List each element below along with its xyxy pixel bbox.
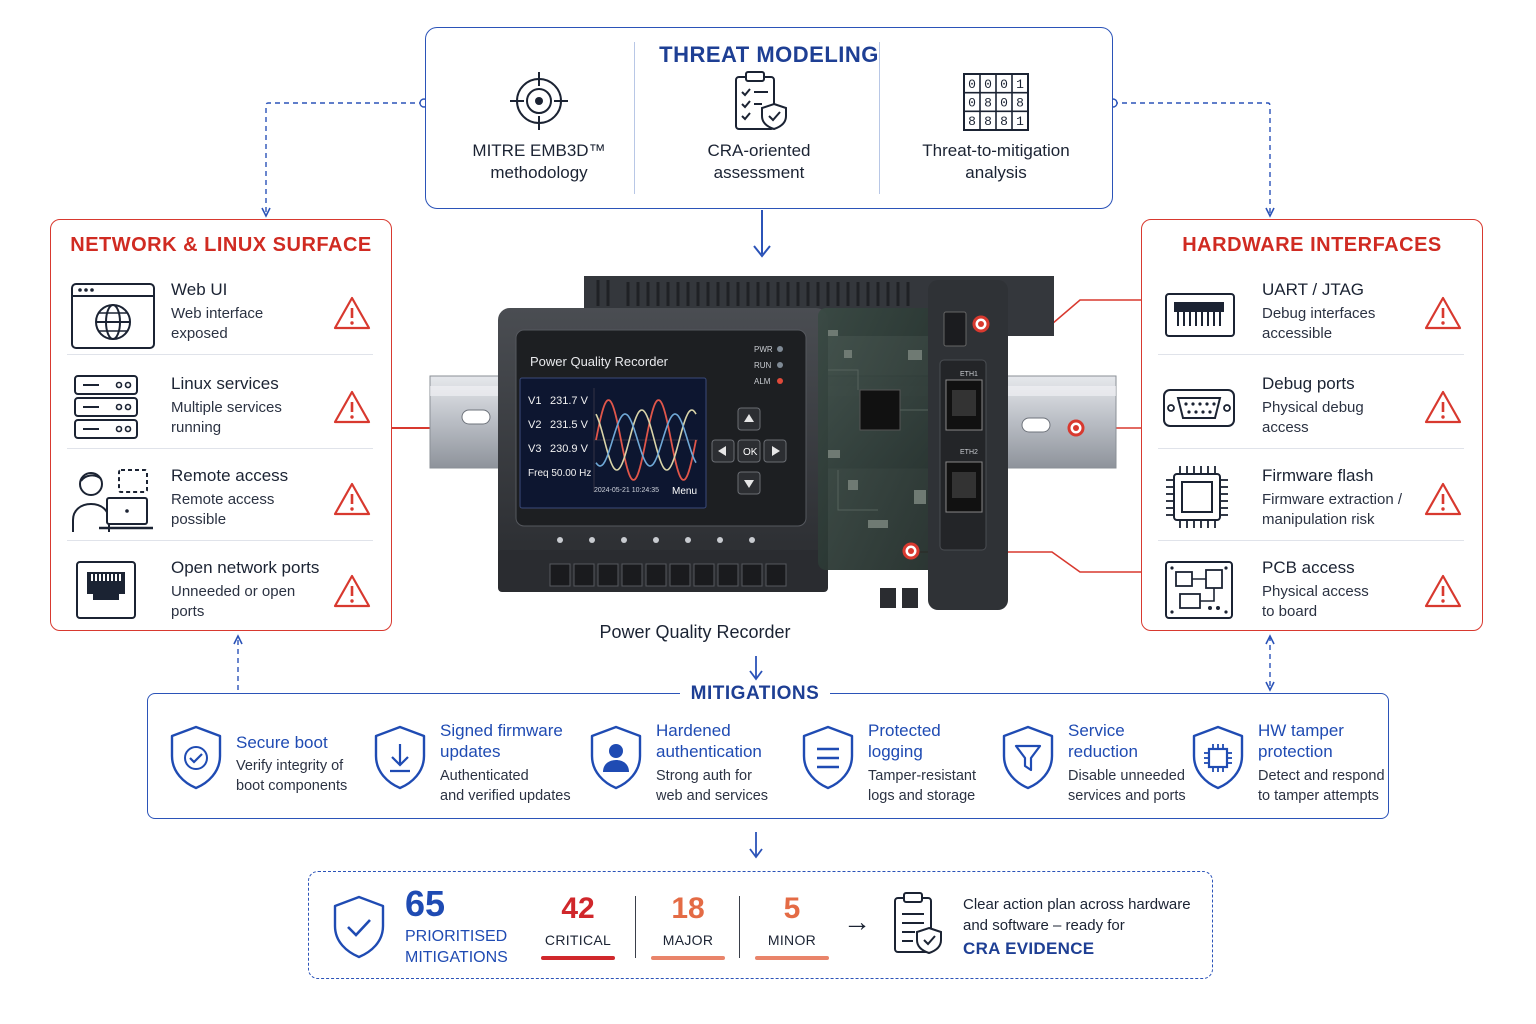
matrix-digit: 1 [1016,114,1024,129]
serial-connector-icon [1163,389,1235,427]
debug-header-icon [1165,293,1235,337]
power-quality-recorder-device: Power Quality Recorder PWR RUN ALM V1 23… [429,276,1117,610]
shield-download-icon [374,725,426,790]
ok-button-label: OK [743,447,758,458]
led-pwr-label: PWR [754,345,773,354]
device-caption: Power Quality Recorder [599,622,791,642]
reading-v3-value: 230.9 V [550,443,589,455]
shield-list-icon [802,725,854,790]
remote-user-laptop-icon [72,469,153,532]
network-linux-surface-panel: NETWORK & LINUX SURFACE Web UI Web inter… [50,219,392,631]
chip-icon [1166,466,1228,528]
navigation-keypad [711,407,787,495]
matrix-digit: 8 [984,114,992,129]
warning-icon [333,390,371,424]
warning-icon [1424,574,1462,608]
matrix-digit: 0 [968,77,976,92]
waveform-display [593,388,698,492]
pcb-board-icon [1165,561,1233,619]
warning-icon [333,296,371,330]
warning-icon [333,482,371,516]
screen-title: Power Quality Recorder [530,354,669,369]
ethernet-port-2 [945,461,983,513]
hardware-interfaces-panel: HARDWARE INTERFACES UART / JTAG Debug in… [1141,219,1483,631]
mitigations-title: MITIGATIONS [680,683,830,705]
reading-v1-value: 231.7 V [550,395,589,407]
matrix-digit: 0 [1000,77,1008,92]
shield-filter-icon [1002,725,1054,790]
warning-icon [1424,390,1462,424]
web-browser-globe-icon [71,283,155,349]
eth2-label: ETH2 [960,449,978,456]
matrix-digit: 8 [984,95,992,110]
stat-major: 18 MAJOR [643,892,733,960]
stat-minor: 5 MINOR [747,892,837,960]
reading-frequency: Freq 50.00 Hz [528,468,591,479]
matrix-digit: 0 [1000,95,1008,110]
matrix-digit: 8 [1000,114,1008,129]
terminal-block [549,563,787,587]
warning-icon [1424,296,1462,330]
led-run-label: RUN [754,361,772,370]
hardware-panel-title: HARDWARE INTERFACES [1182,234,1442,256]
matrix-digit: 8 [968,114,976,129]
eth1-label: ETH1 [960,371,978,378]
total-mitigations-count: 65 [405,883,446,924]
reading-v3-name: V3 [528,443,541,455]
shield-check-icon [170,725,222,790]
shield-user-icon [590,725,642,790]
hardware-item-firmware-flash: Firmware flash Firmware extraction /mani… [1158,454,1462,544]
arrow-right-icon: → [843,906,871,937]
network-port-icon [76,561,136,619]
cra-evidence-label: CRA EVIDENCE [963,939,1095,958]
reading-v1-name: V1 [528,395,541,407]
reading-v2-value: 231.5 V [550,419,589,431]
matrix-digit: 0 [968,95,976,110]
screen-menu-label: Menu [672,486,697,497]
stat-critical: 42 CRITICAL [533,892,623,960]
warning-icon [333,574,371,608]
matrix-digit: 0 [984,77,992,92]
ethernet-port-1 [945,379,983,431]
shield-check-icon [333,895,385,959]
led-alm-label: ALM [754,377,771,386]
clipboard-shield-icon [735,71,787,131]
warning-icon [1424,482,1462,516]
clipboard-shield-icon [894,892,942,955]
shield-chip-icon [1192,725,1244,790]
threat-modeling-title: THREAT MODELING [659,42,879,67]
matrix-digit: 1 [1016,77,1024,92]
reading-v2-name: V2 [528,419,541,431]
network-panel-title: NETWORK & LINUX SURFACE [70,234,372,256]
screen-timestamp: 2024-05-21 10:24:35 [594,487,659,494]
matrix-digit: 8 [1016,95,1024,110]
target-icon [510,72,568,130]
server-stack-icon [74,375,138,439]
